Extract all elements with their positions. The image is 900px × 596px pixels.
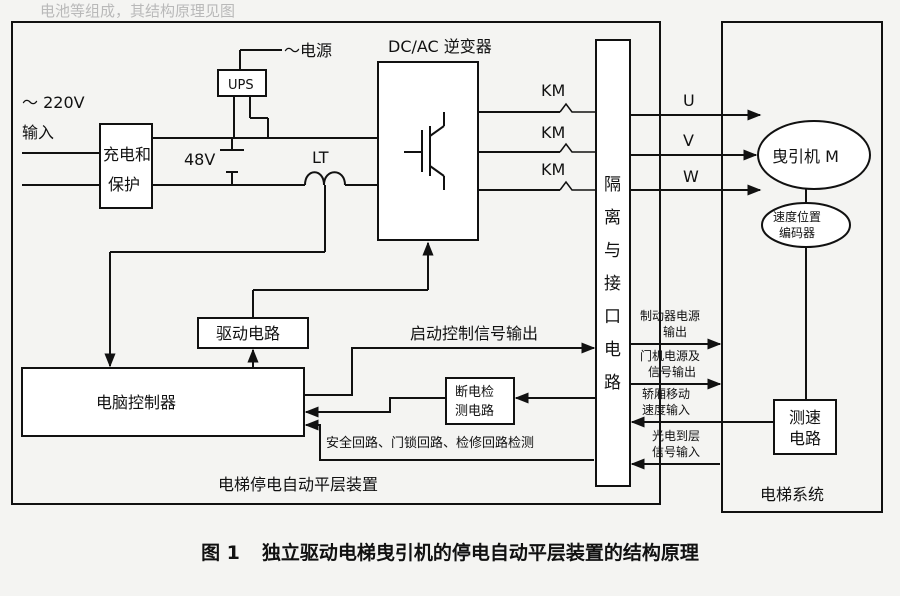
computer-controller-box [21,367,305,437]
km-label-2: KM [541,123,565,142]
door-power-label-line2: 信号输出 [648,364,696,379]
elevator-system-frame [721,21,883,513]
inverter-label: DC/AC 逆变器 [388,37,492,56]
isolation-interface-box [595,39,631,487]
traction-machine-label: 曳引机 M [772,147,839,166]
ups-label: UPS [228,78,254,93]
svg-text:隔: 隔 [604,175,621,195]
charger-protection-box [99,123,153,209]
ups-box [217,69,267,97]
encoder-label-line1: 速度位置 [773,209,821,224]
car-speed-label-line1: 轿厢移动 [642,386,690,401]
phase-w-label: W [683,167,699,186]
drive-circuit-label: 驱动电路 [216,324,280,343]
current-sensor-coil [304,171,346,186]
charger-label-line1: 充电和 [103,145,151,164]
phase-v-label: V [683,131,694,150]
brake-power-label-line1: 制动器电源 [640,309,700,323]
device-name-label: 电梯停电自动平层装置 [218,475,378,494]
computer-controller-label: 电脑控制器 [96,393,176,412]
figure-caption: 图 1 独立驱动电梯曳引机的停电自动平层装置的结构原理 [0,538,900,565]
photo-level-label-line2: 信号输入 [652,444,700,459]
drive-circuit-box [197,317,309,349]
encoder-label-line2: 编码器 [779,225,815,240]
svg-text:离: 离 [604,208,621,228]
input-label: 输入 [22,123,54,142]
figure-number: 图 1 [201,542,240,564]
km-label-3: KM [541,160,565,179]
input-voltage-label: ～ 220V [22,93,85,112]
speed-measure-label-line2: 电路 [789,429,821,448]
svg-text:与: 与 [604,241,621,261]
svg-text:接: 接 [604,274,621,294]
elevator-system-label: 电梯系统 [760,485,824,504]
door-power-label-line1: 门机电源及 [640,348,700,363]
km-contacts [559,102,596,191]
safety-check-label: 安全回路、门锁回路、检修回路检测 [326,435,534,451]
igbt-symbol [404,112,445,190]
speed-measure-label-line1: 测速 [789,408,821,427]
phase-u-label: U [683,91,695,110]
km-label-1: KM [541,81,565,100]
device-frame [11,21,661,505]
svg-text:电: 电 [604,340,621,360]
power-off-detect-box [445,377,515,425]
svg-text:路: 路 [604,373,621,393]
structure-diagram: ～ 220V 输入 充电和 保护 ～电源 UPS 48V LT DC/AC 逆变… [11,21,883,513]
power-off-detect-line1: 断电检 [455,385,494,400]
start-signal-wire [304,342,596,396]
header-text-fragment: 电池等组成，其结构原理见图 [40,2,236,20]
traction-machine [757,120,871,190]
brake-power-label-line2: 输出 [663,324,687,339]
detect-to-controller-wire [304,397,446,418]
battery-voltage-label: 48V [184,150,215,169]
svg-text:口: 口 [604,307,621,327]
photo-level-label-line1: 光电到层 [652,429,700,443]
ac-source-label: ～电源 [284,41,332,60]
current-sensor-label: LT [312,148,329,167]
figure-title: 独立驱动电梯曳引机的停电自动平层装置的结构原理 [261,542,699,564]
start-signal-label: 启动控制信号输出 [410,324,538,343]
safety-check-wire [304,419,594,461]
power-off-detect-line2: 测电路 [455,403,494,419]
isolation-interface-label: 隔 离 与 接 口 电 路 [604,175,621,393]
inverter-box [377,61,479,241]
charger-label-line2: 保护 [108,175,140,194]
car-speed-label-line2: 速度输入 [642,402,690,417]
speed-measure-box [773,399,837,455]
